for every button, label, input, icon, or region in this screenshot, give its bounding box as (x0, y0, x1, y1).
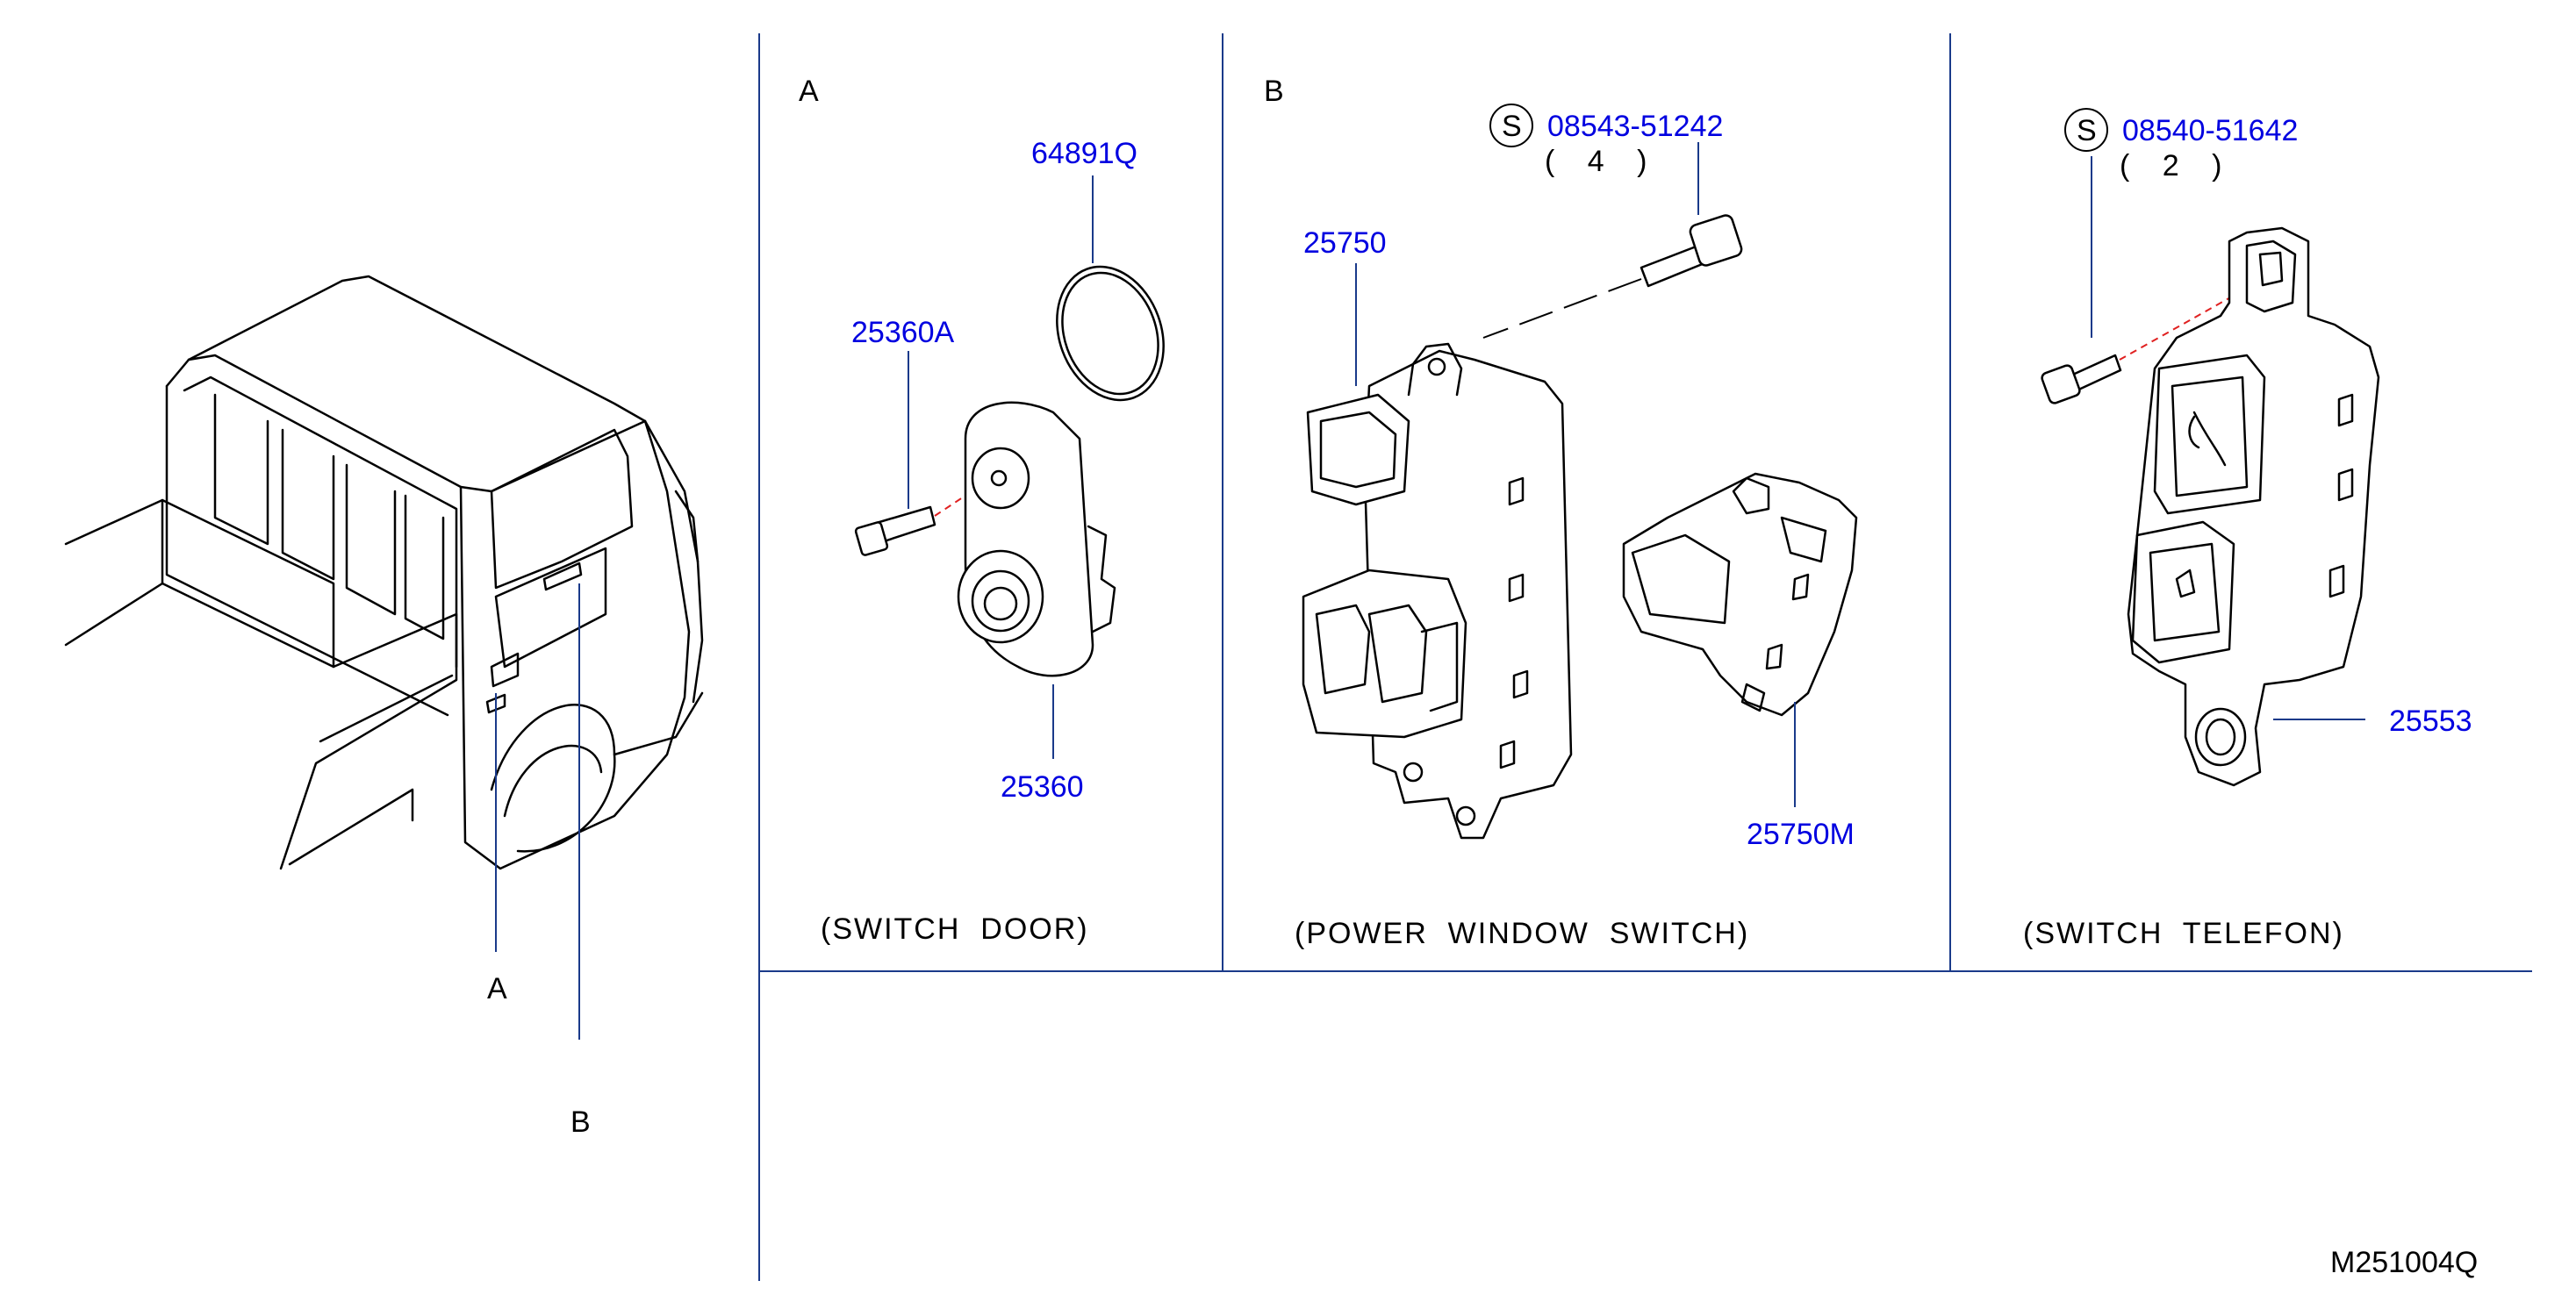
panel-c-caption: (SWITCH TELEFON) (2023, 917, 2344, 950)
sub-window-switch (1622, 472, 1858, 717)
screw-qty-c: ( 2 ) (2120, 149, 2234, 182)
diagram-id: M251004Q (2330, 1246, 2478, 1279)
part-number-25360[interactable]: 25360 (1001, 770, 1084, 804)
panel-b-caption: (POWER WINDOW SWITCH) (1295, 917, 1749, 950)
screw-symbol-b-label: S (1502, 110, 1522, 143)
door-switch (957, 401, 1116, 677)
screw-qty-b: ( 4 ) (1545, 145, 1659, 178)
screw-symbol-b: S (1489, 104, 1533, 147)
mounting-bolt-c (2041, 354, 2122, 404)
screw-symbol-c-label: S (2077, 114, 2097, 147)
part-number-08540-51642[interactable]: 08540-51642 (2122, 114, 2298, 147)
mounting-bolt-b (1640, 214, 1743, 288)
part-number-08543-51242[interactable]: 08543-51242 (1547, 110, 1723, 143)
seal-ring (1056, 265, 1165, 402)
part-number-25750M[interactable]: 25750M (1747, 818, 1855, 851)
vehicle-illustration (64, 275, 704, 870)
part-number-25553[interactable]: 25553 (2389, 705, 2472, 738)
panel-a-caption: (SWITCH DOOR) (821, 912, 1089, 946)
callout-a-label: A (487, 972, 507, 1005)
telephone-switch (2127, 226, 2380, 787)
screw-symbol-c: S (2064, 108, 2108, 152)
part-number-64891Q[interactable]: 64891Q (1031, 137, 1137, 170)
mounting-bolt-a (854, 505, 936, 556)
diagram-frame (758, 33, 2532, 1281)
panel-a-letter: A (799, 75, 819, 108)
part-number-25360A[interactable]: 25360A (851, 316, 955, 349)
callout-b-label: B (570, 1105, 591, 1139)
panel-b-letter: B (1264, 75, 1284, 108)
part-number-25750[interactable]: 25750 (1303, 226, 1387, 260)
main-window-switch (1302, 342, 1573, 840)
